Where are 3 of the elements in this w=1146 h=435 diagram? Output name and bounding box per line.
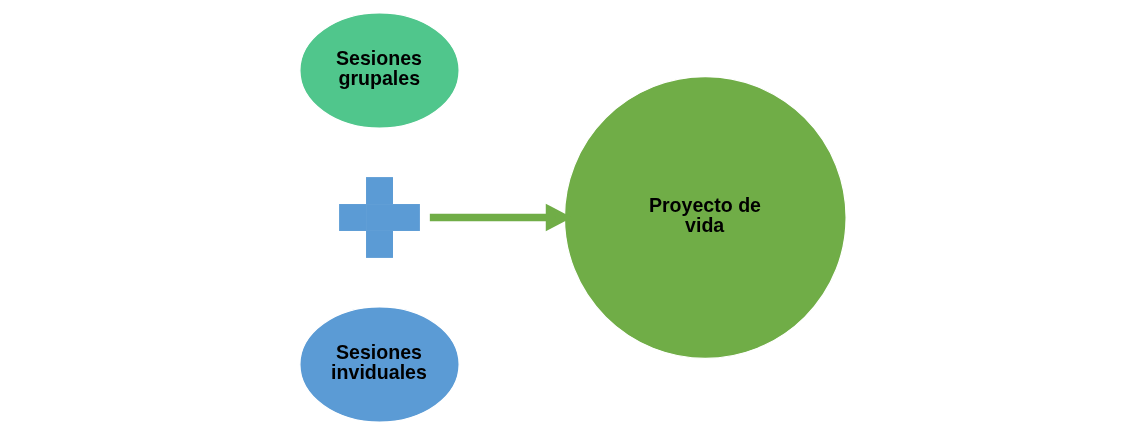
node-ellipse: Sesiones grupales: [299, 12, 460, 129]
node-circle: Proyecto de vida: [563, 76, 847, 359]
node-ellipse: Sesiones inviduales: [299, 306, 460, 423]
